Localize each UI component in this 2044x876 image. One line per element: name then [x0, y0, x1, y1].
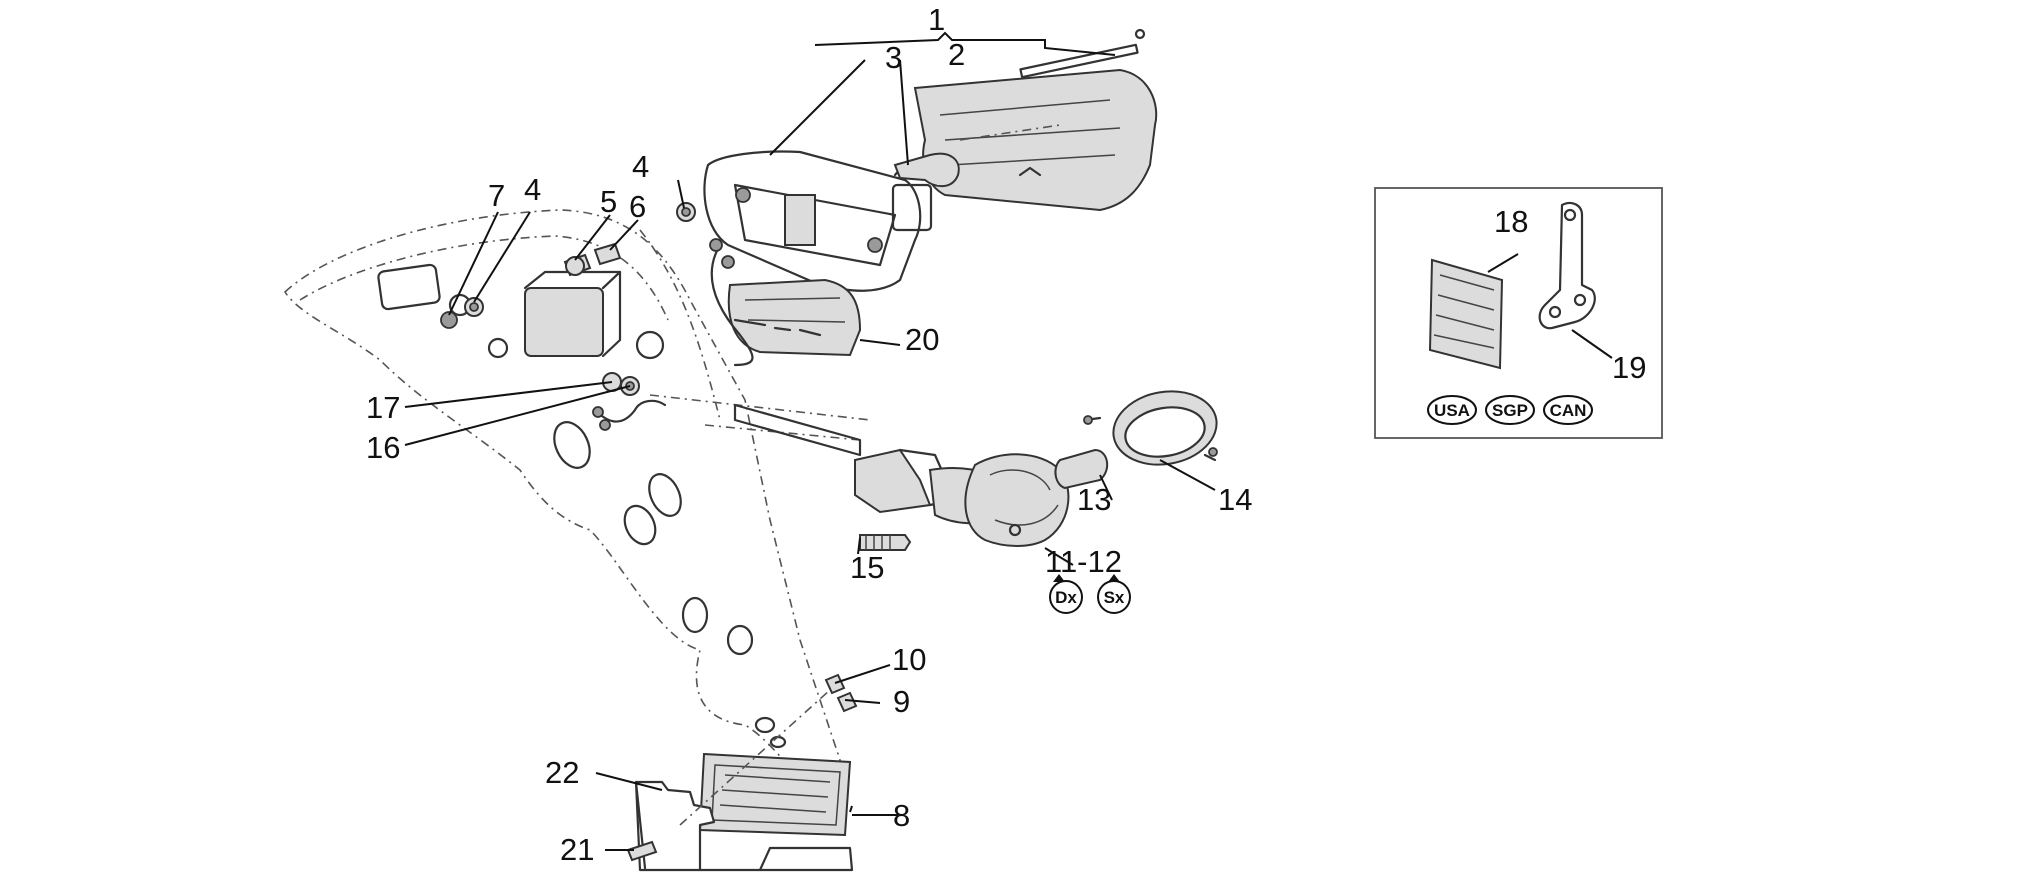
svg-text:SGP: SGP: [1492, 401, 1528, 420]
turn-indicator: [649, 390, 1218, 551]
label-10: 10: [892, 642, 926, 677]
label-22: 22: [545, 755, 579, 790]
label-1: 1: [928, 2, 945, 37]
rear-reflector-group: [626, 673, 858, 872]
label-6: 6: [629, 189, 646, 224]
inset-frame: [1374, 187, 1663, 439]
label-4-left: 4: [524, 172, 541, 207]
leader-lines: [404, 31, 1613, 851]
label-15: 15: [850, 550, 884, 585]
badge-usa: USA: [1427, 395, 1477, 425]
badge-left-sx: Sx: [1097, 580, 1131, 614]
fasteners: [440, 202, 696, 431]
label-18: 18: [1494, 204, 1528, 239]
label-3: 3: [885, 40, 902, 75]
part-labels: 1 2 3 4 4 5 6 7 20 17 16 13 14 15 11-12 …: [366, 2, 1646, 867]
side-badges: Dx Sx: [1049, 574, 1131, 614]
label-21: 21: [560, 832, 594, 867]
svg-text:USA: USA: [1434, 401, 1470, 420]
market-variant-inset: USA SGP CAN: [1374, 187, 1663, 439]
label-13: 13: [1077, 482, 1111, 517]
svg-text:Dx: Dx: [1055, 588, 1077, 607]
badge-right-dx: Dx: [1049, 580, 1083, 614]
svg-text:CAN: CAN: [1550, 401, 1587, 420]
label-8: 8: [893, 798, 910, 833]
label-19: 19: [1612, 350, 1646, 385]
badge-can: CAN: [1543, 395, 1593, 425]
label-17: 17: [366, 390, 400, 425]
label-20: 20: [905, 322, 939, 357]
tail-light-assembly: [703, 28, 1158, 292]
label-16: 16: [366, 430, 400, 465]
svg-text:Sx: Sx: [1104, 588, 1125, 607]
label-14: 14: [1218, 482, 1252, 517]
license-plate-holder: [283, 209, 841, 791]
label-9: 9: [893, 684, 910, 719]
label-4-upper: 4: [632, 149, 649, 184]
label-2: 2: [948, 37, 965, 72]
label-7: 7: [488, 178, 505, 213]
badge-sgp: SGP: [1485, 395, 1535, 425]
label-11-12: 11-12: [1045, 544, 1122, 579]
label-5: 5: [600, 184, 617, 219]
license-light: [709, 238, 862, 367]
